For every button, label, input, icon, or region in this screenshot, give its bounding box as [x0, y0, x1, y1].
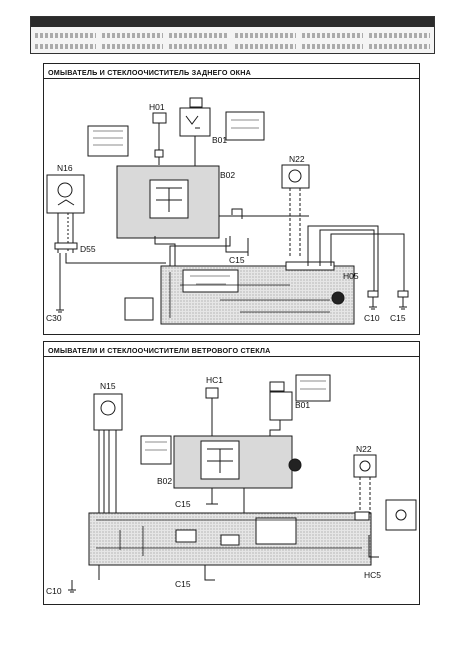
legend-entry: [369, 32, 430, 38]
component-labels: H01 B01 N16 B02 N22 C15 D55 H05 C30 C10 …: [46, 102, 406, 596]
legend-entry: [235, 32, 297, 38]
legend-entry: [101, 43, 163, 49]
legend-entry: [168, 32, 230, 38]
label-n22-lower: N22: [356, 444, 372, 454]
legend-header-bar: [31, 17, 434, 27]
label-hc1: HC1: [206, 375, 223, 385]
connector-d55: [54, 242, 166, 296]
label-c10-lower: C10: [46, 586, 62, 596]
label-c15-right: C15: [390, 313, 406, 323]
legend-entry: [168, 43, 230, 49]
label-c30: C30: [46, 313, 62, 323]
label-n16: N16: [57, 163, 73, 173]
harness-hc5: [88, 499, 417, 566]
label-h01: H01: [149, 102, 165, 112]
section-title: ОМЫВАТЕЛЬ И СТЕКЛООЧИСТИТЕЛЬ ЗАДНЕГО ОКН…: [48, 68, 252, 77]
component-hc1: [205, 387, 219, 440]
component-n15: [93, 393, 123, 580]
legend-entry: [235, 43, 297, 49]
section-title: ОМЫВАТЕЛИ И СТЕКЛООЧИСТИТЕЛИ ВЕТРОВОГО С…: [48, 346, 271, 355]
label-n22: N22: [289, 154, 305, 164]
legend-entry: [101, 32, 163, 38]
label-c15: C15: [229, 255, 245, 265]
component-h01: [152, 112, 167, 165]
label-c10: C10: [364, 313, 380, 323]
label-b02-lower: B02: [157, 476, 172, 486]
component-n22: [281, 164, 310, 258]
section-title-rule: [44, 78, 419, 79]
legend-entry: [369, 43, 430, 49]
label-d55: D55: [80, 244, 96, 254]
legend-entry: [35, 32, 96, 38]
section-title-rule: [44, 356, 419, 357]
label-c15-mid: C15: [175, 499, 191, 509]
color-code-legend: [30, 16, 435, 54]
legend-entry: [302, 43, 364, 49]
c15-branches-lower: [204, 498, 218, 581]
legend-entries: [35, 31, 430, 50]
ground-symbols-bottom: [68, 580, 76, 593]
label-n15: N15: [100, 381, 116, 391]
rear-wiper-section: ОМЫВАТЕЛЬ И СТЕКЛООЧИСТИТЕЛЬ ЗАДНЕГО ОКН…: [43, 63, 420, 335]
component-b01-lower: [269, 374, 331, 440]
module-b02: [87, 111, 265, 239]
label-b01: B01: [212, 135, 227, 145]
harness-h05: [124, 208, 355, 325]
legend-entry: [302, 32, 364, 38]
label-h05: H05: [343, 271, 359, 281]
legend-entry: [35, 43, 96, 49]
label-b02: B02: [220, 170, 235, 180]
right-harness-loop: [219, 215, 409, 298]
c15-branch: [225, 238, 249, 256]
label-c15-bottom: C15: [175, 579, 191, 589]
module-b02-lower: [140, 435, 302, 514]
label-hc5: HC5: [364, 570, 381, 580]
ground-symbols-top: [56, 296, 407, 313]
component-n16: [46, 174, 85, 253]
component-b01: [179, 97, 211, 166]
label-b01-lower: B01: [295, 400, 310, 410]
